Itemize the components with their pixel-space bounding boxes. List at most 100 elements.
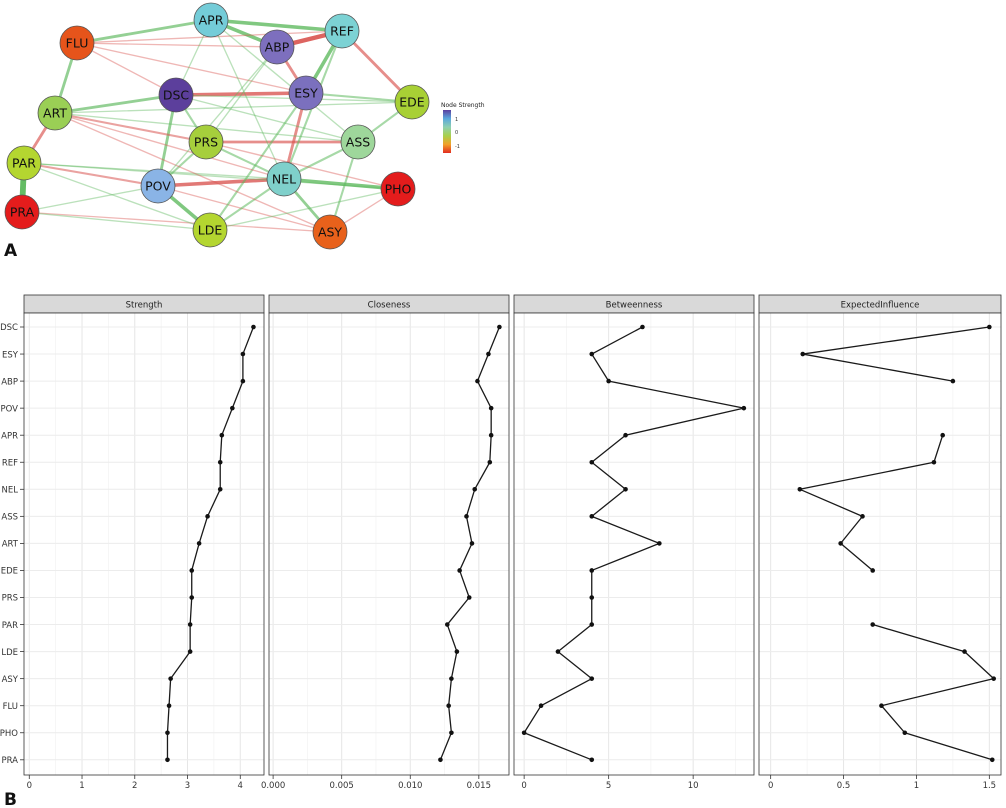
network-node-circle (380, 171, 416, 207)
facet-title: Closeness (368, 301, 411, 311)
centrality-point (589, 568, 595, 573)
centrality-point (166, 703, 172, 708)
centrality-point (879, 703, 884, 708)
network-node-label: ESY (294, 86, 318, 101)
network-node-label: PAR (12, 156, 36, 171)
plot-frame (758, 312, 1002, 776)
centrality-point (488, 405, 494, 411)
centrality-point (196, 541, 202, 546)
centrality-point (962, 649, 967, 654)
network-node: EDE (394, 84, 430, 120)
centrality-point (187, 622, 193, 627)
network-node: ESY (288, 75, 324, 111)
network-edge (54, 101, 413, 114)
network-node-circle (37, 95, 73, 131)
centrality-point (464, 514, 469, 519)
x-tick-label: 1 (914, 781, 919, 791)
centrality-point (640, 324, 645, 330)
centrality-point (741, 405, 747, 411)
network-node-circle (394, 84, 430, 120)
centrality-point (589, 757, 595, 763)
network-node-circle (192, 212, 228, 248)
network-node: FLU (59, 25, 95, 61)
network-edge (156, 177, 286, 188)
centrality-point (497, 324, 502, 330)
centrality-point (623, 487, 628, 492)
x-tick-label: 0 (27, 781, 32, 791)
legend-tick: -1 (455, 144, 460, 150)
network-node-label: PRS (194, 135, 218, 150)
network-node: PAR (6, 145, 42, 181)
network-node: ASS (340, 124, 376, 160)
centrality-point (486, 351, 491, 357)
centrality-point (251, 324, 256, 330)
panel-label-b: B (4, 790, 17, 808)
centrality-point (940, 432, 945, 438)
centrality-point (168, 676, 173, 681)
centrality-point (457, 568, 462, 573)
centrality-point (189, 568, 195, 573)
centrality-point (230, 405, 235, 411)
centrality-point (838, 541, 843, 546)
y-tick-label: ESY (2, 350, 19, 360)
centrality-point (989, 757, 995, 763)
network-node-label: REF (330, 24, 354, 39)
network-node-circle (259, 29, 295, 65)
network-node: PRS (188, 124, 224, 160)
centrality-point (446, 703, 451, 708)
y-tick-label: DSC (0, 323, 18, 333)
x-tick-label: 0.010 (398, 781, 422, 791)
centrality-point (555, 649, 561, 654)
y-tick-label: APR (1, 431, 18, 441)
network-node-circle (312, 214, 348, 250)
centrality-point (205, 514, 210, 519)
network-node-circle (193, 2, 229, 38)
centrality-point (800, 351, 806, 357)
centrality-point (870, 622, 876, 627)
network-edge (157, 46, 278, 187)
network-node-label: APR (199, 13, 224, 28)
network-edge (205, 141, 399, 190)
network-node: NEL (266, 161, 302, 197)
network-node-circle (59, 25, 95, 61)
x-tick-label: 4 (238, 781, 243, 791)
network-edge (21, 185, 159, 213)
panel-label-a: A (4, 241, 18, 261)
centrality-point (217, 459, 223, 465)
network-node-circle (188, 124, 224, 160)
network-node-circle (140, 168, 176, 204)
centrality-point (449, 730, 454, 736)
y-tick-label: PAR (2, 621, 18, 631)
network-node: ABP (259, 29, 295, 65)
legend-title: Node Strength (441, 102, 485, 109)
y-tick-label: EDE (1, 567, 18, 577)
network-node-circle (324, 13, 360, 49)
network-edge (208, 91, 308, 232)
plot-frame (268, 312, 510, 776)
centrality-point (902, 730, 908, 736)
network-edge (21, 211, 211, 231)
network-node: ASY (312, 214, 348, 250)
x-tick-label: 10 (688, 781, 699, 791)
x-tick-label: 0.5 (837, 781, 851, 791)
centrality-point (475, 378, 480, 384)
centrality-point (438, 757, 443, 763)
legend-tick: 1 (455, 117, 458, 123)
centrality-point (797, 487, 803, 492)
centrality-line (799, 435, 944, 571)
x-tick-label: 0 (521, 781, 526, 791)
network-edge (75, 18, 213, 45)
legend-colorbar (443, 110, 451, 153)
network-node-label: PRA (10, 205, 35, 220)
centrality-point (165, 757, 170, 763)
network-node: ART (37, 95, 73, 131)
plot-area (269, 313, 509, 775)
centrality-point (860, 514, 865, 519)
y-tick-label: NEL (2, 486, 19, 496)
network-edge (23, 162, 399, 190)
network-node-label: ABP (265, 40, 290, 55)
network-node-label: EDE (399, 95, 425, 110)
centrality-point (165, 730, 170, 736)
